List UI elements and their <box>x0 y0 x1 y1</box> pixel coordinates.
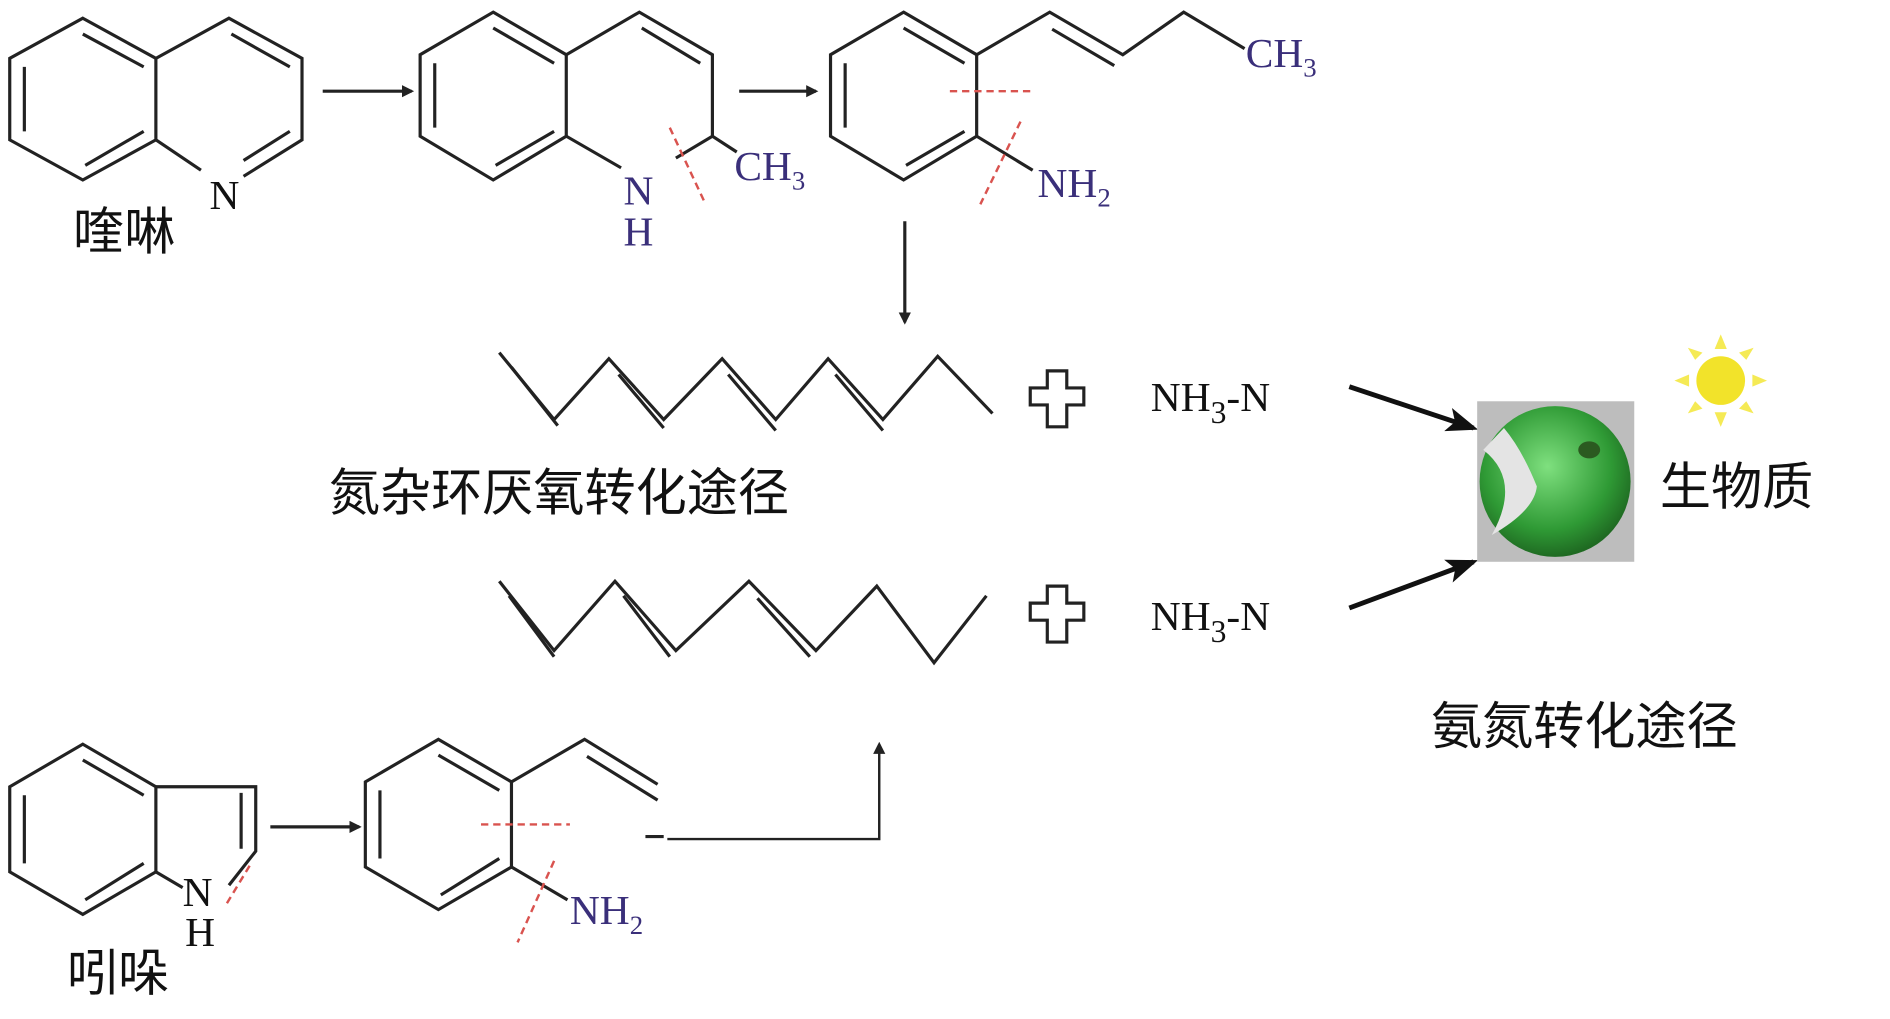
ammonia-nitrogen-label: NH3-N <box>1151 374 1270 430</box>
atom-n: N <box>209 172 239 218</box>
atom-h: H <box>624 209 654 255</box>
quinoline-structure: N 喹啉 <box>8 16 304 262</box>
indole-structure: N H 吲哚 <box>8 742 258 1004</box>
label-quinoline: 喹啉 <box>73 203 175 262</box>
label-biomass: 生物质 <box>1660 459 1813 518</box>
label-anaerobic-pathway: 氮杂环厌氧转化途径 <box>329 465 789 524</box>
label-indole: 吲哚 <box>67 945 169 1004</box>
alkene-chain-bottom <box>498 578 988 666</box>
sun-icon <box>1674 334 1768 427</box>
plus-icon <box>1028 369 1086 429</box>
label-ammonia-pathway: 氨氮转化途径 <box>1431 698 1738 757</box>
alkene-chain-top <box>498 351 994 432</box>
butenyl-aniline-structure: CH3 NH2 <box>828 10 1317 213</box>
arrow-to-biomass-icon <box>1348 559 1479 611</box>
atom-n: N <box>624 167 654 213</box>
methyl-dihydroquinoline-structure: N H CH3 <box>418 10 805 255</box>
vinyl-aniline-structure: NH2 <box>363 737 659 943</box>
arrow-up-icon <box>667 741 886 841</box>
atom-n: N <box>183 869 213 915</box>
methyl-group: CH3 <box>1246 30 1317 83</box>
ammonia-nitrogen-label: NH3-N <box>1151 593 1270 649</box>
arrow-to-biomass-icon <box>1348 384 1479 432</box>
plus-icon <box>1028 584 1086 644</box>
amino-group: NH2 <box>1038 160 1111 213</box>
amino-group: NH2 <box>570 887 643 940</box>
methyl-group: CH3 <box>734 143 805 196</box>
biomass-cell-image <box>1477 401 1635 562</box>
atom-h: H <box>185 909 215 955</box>
